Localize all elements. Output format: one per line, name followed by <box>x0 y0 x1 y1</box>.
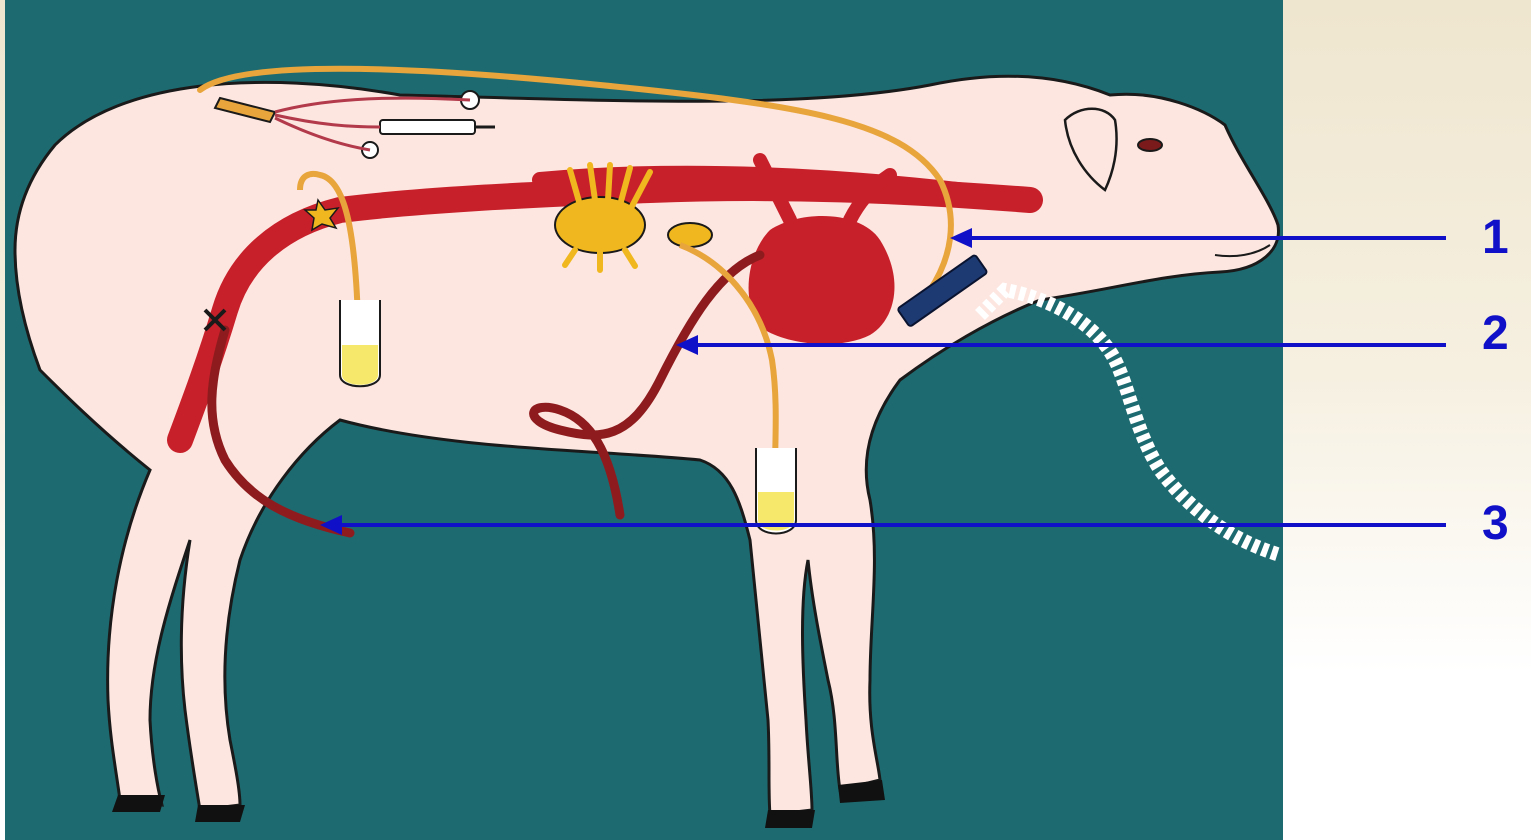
test-tube-icon-right <box>756 448 796 534</box>
hoof-rear-left <box>112 795 165 812</box>
heart <box>749 216 895 344</box>
nerve-ganglion <box>668 223 712 247</box>
test-tube-icon <box>340 300 380 386</box>
hoof-front-left <box>765 810 815 828</box>
label-2: 2 <box>1482 310 1509 358</box>
label-1: 1 <box>1482 214 1509 262</box>
hoof-rear-right <box>195 805 245 822</box>
label-3: 3 <box>1482 500 1509 548</box>
sheep-eye <box>1138 139 1162 151</box>
syringe-icon <box>360 120 495 134</box>
